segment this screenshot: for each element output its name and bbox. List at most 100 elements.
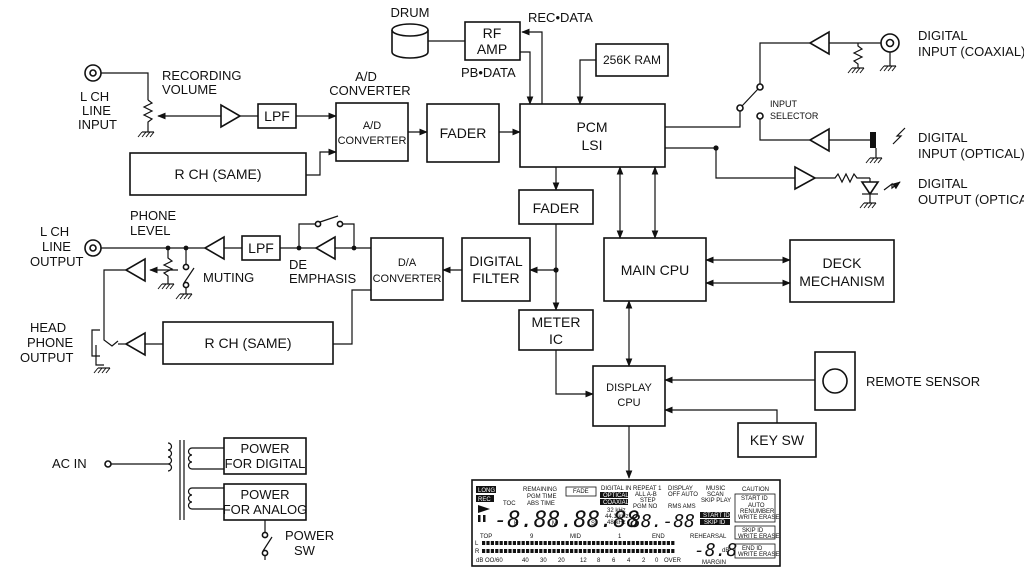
- power-sw: [261, 520, 273, 560]
- disp-write-erase-1: WRITE ERASE: [738, 515, 779, 521]
- disp-scale-5: 8: [597, 558, 601, 564]
- power-sw-label-2: SW: [294, 543, 316, 558]
- ad-title-1: A/D: [355, 69, 377, 84]
- fader-rec-block: FADER: [426, 103, 500, 163]
- meter-segment: [600, 549, 604, 553]
- meter-segment: [552, 549, 556, 553]
- meter-segment: [592, 541, 596, 545]
- disp-long: LONG: [478, 488, 495, 494]
- lch-line-input-label-2: LINE: [82, 103, 111, 118]
- disp-caution: CAUTION: [742, 487, 769, 493]
- digital-input-coaxial-label-2: INPUT (COAXIAL): [918, 44, 1024, 59]
- meter-segment: [526, 549, 530, 553]
- disp-meter-top-0: TOP: [480, 534, 492, 540]
- disp-seg-pgm: 88.-88: [630, 511, 695, 532]
- disp-khz-44: 44.1 kHz: [605, 514, 629, 520]
- meter-segment: [490, 541, 494, 545]
- meter-segment: [552, 541, 556, 545]
- disp-off-auto: OFF AUTO: [668, 492, 698, 498]
- drum-label: DRUM: [391, 5, 430, 20]
- meter-segment: [658, 549, 662, 553]
- rf-amp-block: RF AMP: [464, 21, 521, 61]
- optical-input-amp: [808, 127, 830, 153]
- meter-segment: [622, 541, 626, 545]
- disp-fade: FADE: [573, 489, 589, 495]
- digital-filter-label-1: DIGITAL: [469, 253, 523, 269]
- meter-segment: [561, 541, 565, 545]
- disp-skip-id: SKIP ID: [742, 528, 764, 534]
- meter-segment: [570, 541, 574, 545]
- meter-segment: [512, 549, 516, 553]
- disp-abs-time: ABS TIME: [527, 501, 555, 507]
- meter-segment: [592, 549, 596, 553]
- disp-auto: AUTO: [748, 503, 765, 509]
- disp-meter-top-1: 9: [530, 534, 534, 540]
- disp-scale-1: 40: [522, 558, 529, 564]
- disp-scale-9: 0: [655, 558, 659, 564]
- disp-scale-4: 12: [580, 558, 587, 564]
- disp-margin: MARGIN: [702, 560, 726, 566]
- fader-rec-label: FADER: [440, 125, 487, 141]
- display-panel: LONG REC TOC REMAINING PGM TIME ABS TIME…: [471, 479, 781, 567]
- level-meter-bars: [482, 541, 675, 553]
- meter-segment: [649, 541, 653, 545]
- power-digital-label-1: POWER: [240, 441, 289, 456]
- pb-data-label: PB•DATA: [461, 65, 516, 80]
- meter-segment: [627, 549, 631, 553]
- meter-segment: [495, 541, 499, 545]
- power-sw-label-1: POWER: [285, 528, 334, 543]
- meter-segment: [504, 541, 508, 545]
- headphone-amp-r: [124, 331, 146, 357]
- meter-segment: [495, 549, 499, 553]
- recording-volume-label-2: VOLUME: [162, 82, 217, 97]
- meter-segment: [556, 541, 560, 545]
- digital-input-optical-label-1: DIGITAL: [918, 130, 968, 145]
- phone-level-pot: [149, 245, 178, 290]
- rec-data-label: REC•DATA: [528, 10, 593, 25]
- power-analog-block: POWER FOR ANALOG: [223, 483, 307, 521]
- input-selector-label-1: INPUT: [770, 99, 798, 109]
- disp-scale-8: 2: [642, 558, 646, 564]
- da-label-2: CONVERTER: [373, 273, 442, 285]
- meter-label-2: IC: [549, 331, 563, 347]
- disp-scale-6: 6: [612, 558, 616, 564]
- key-sw-label: KEY SW: [750, 432, 805, 448]
- meter-segment: [640, 541, 644, 545]
- de-emphasis-label-1: DE: [289, 257, 307, 272]
- rch-pb-label: R CH (SAME): [204, 335, 291, 351]
- meter-segment: [653, 541, 657, 545]
- digital-output-optical-label-2: OUTPUT (OPTICAL): [918, 192, 1024, 207]
- meter-segment: [596, 549, 600, 553]
- lch-line-output-label-1: L CH: [40, 224, 69, 239]
- deck-mechanism-block: DECK MECHANISM: [789, 239, 895, 303]
- disp-coaxial: COAXIAL: [603, 500, 630, 506]
- lch-line-input-label-3: INPUT: [78, 117, 117, 132]
- headphone-label-2: PHONE: [27, 335, 74, 350]
- digital-input-coaxial-jack: [879, 33, 900, 72]
- disp-pgm-no: PGM NO: [633, 504, 658, 510]
- meter-segment: [662, 541, 666, 545]
- disp-repeat: REPEAT 1: [633, 486, 662, 492]
- meter-segment: [587, 541, 591, 545]
- meter-segment: [526, 541, 530, 545]
- disp-meter-top-3: 1: [618, 534, 622, 540]
- meter-segment: [649, 549, 653, 553]
- digital-input-optical-label-2: INPUT (OPTICAL): [918, 146, 1024, 161]
- fader-pb-block: FADER: [518, 189, 594, 225]
- meter-segment: [618, 549, 622, 553]
- meter-segment: [587, 549, 591, 553]
- meter-segment: [600, 541, 604, 545]
- meter-segment: [666, 541, 670, 545]
- optical-output-amp: [794, 165, 817, 191]
- meter-segment: [539, 549, 543, 553]
- rf-amp-label-1: RF: [483, 25, 502, 41]
- optical-output-led: [859, 178, 901, 209]
- remote-sensor-block: [814, 351, 856, 411]
- pcm-label-1: PCM: [576, 119, 607, 135]
- disp-scale-7: 4: [627, 558, 631, 564]
- phone-level-label-2: LEVEL: [130, 223, 170, 238]
- disp-rms-ams: RMS AMS: [668, 504, 696, 510]
- meter-segment: [609, 549, 613, 553]
- meter-segment: [521, 549, 525, 553]
- meter-segment: [671, 549, 675, 553]
